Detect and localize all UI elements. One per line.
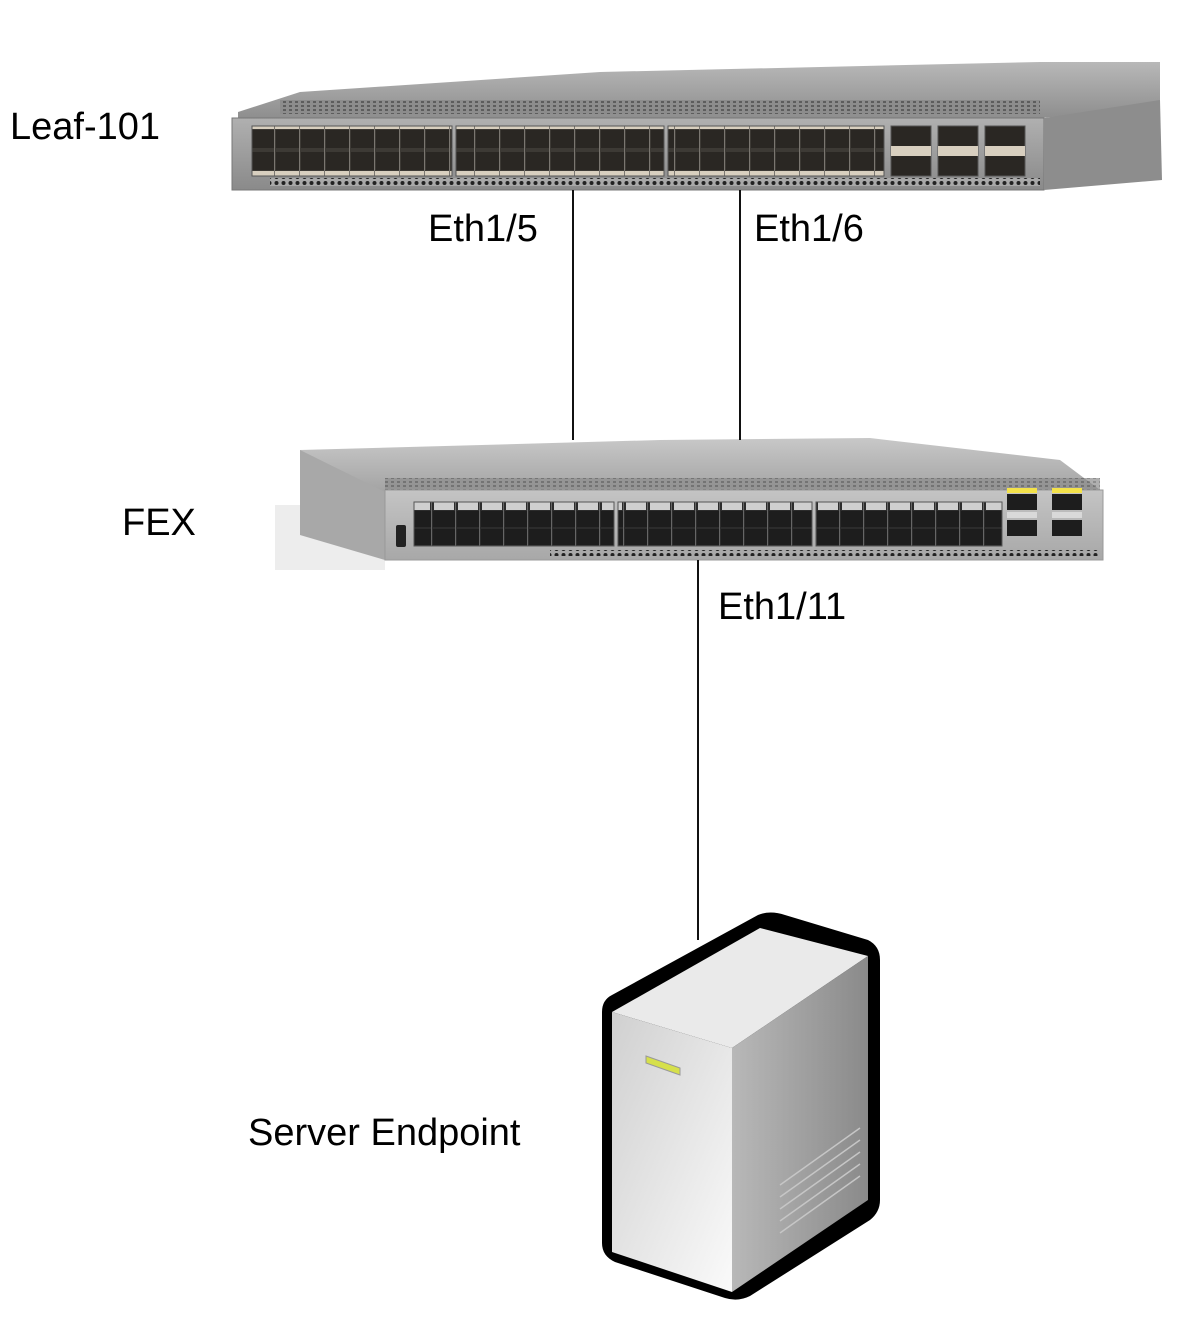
fex-dot-vents [550,550,1100,556]
link-eth1-11 [697,560,699,940]
node-label-server: Server Endpoint [248,1112,521,1154]
server-endpoint-icon[interactable] [602,912,880,1300]
port-label-eth1-6: Eth1/6 [754,208,864,250]
port-label-eth1-11: Eth1/11 [718,586,847,628]
link-eth1-5 [572,190,574,440]
leaf-switch-image[interactable] [231,62,1162,191]
server-led-icon [645,1055,681,1076]
fex-console-port [396,525,406,547]
server-side-face [732,956,868,1292]
leaf-chassis-side [1044,100,1162,190]
node-label-leaf: Leaf-101 [10,106,161,148]
leaf-port-block-2 [455,125,665,177]
fex-port-block-3 [815,501,1003,547]
leaf-vent-strip [280,100,1040,114]
leaf-port-block-1 [251,125,453,177]
leaf-port-block-3 [667,125,885,177]
server-top-face [612,928,868,1048]
fex-port-block-2 [617,501,813,547]
link-eth1-6 [739,190,741,440]
fex-uplink-ports [1007,488,1082,536]
server-vent-lines [779,1127,861,1234]
leaf-uplink-ports [890,125,1026,177]
fex-image[interactable] [275,438,1104,570]
server-front-face [612,1012,732,1292]
fex-vent-strip [385,478,1100,492]
leaf-dot-vents [270,178,1040,186]
port-label-eth1-5: Eth1/5 [428,208,538,250]
fex-port-block-1 [413,501,615,547]
node-label-fex: FEX [122,502,196,544]
fex-chassis-side [300,450,385,560]
